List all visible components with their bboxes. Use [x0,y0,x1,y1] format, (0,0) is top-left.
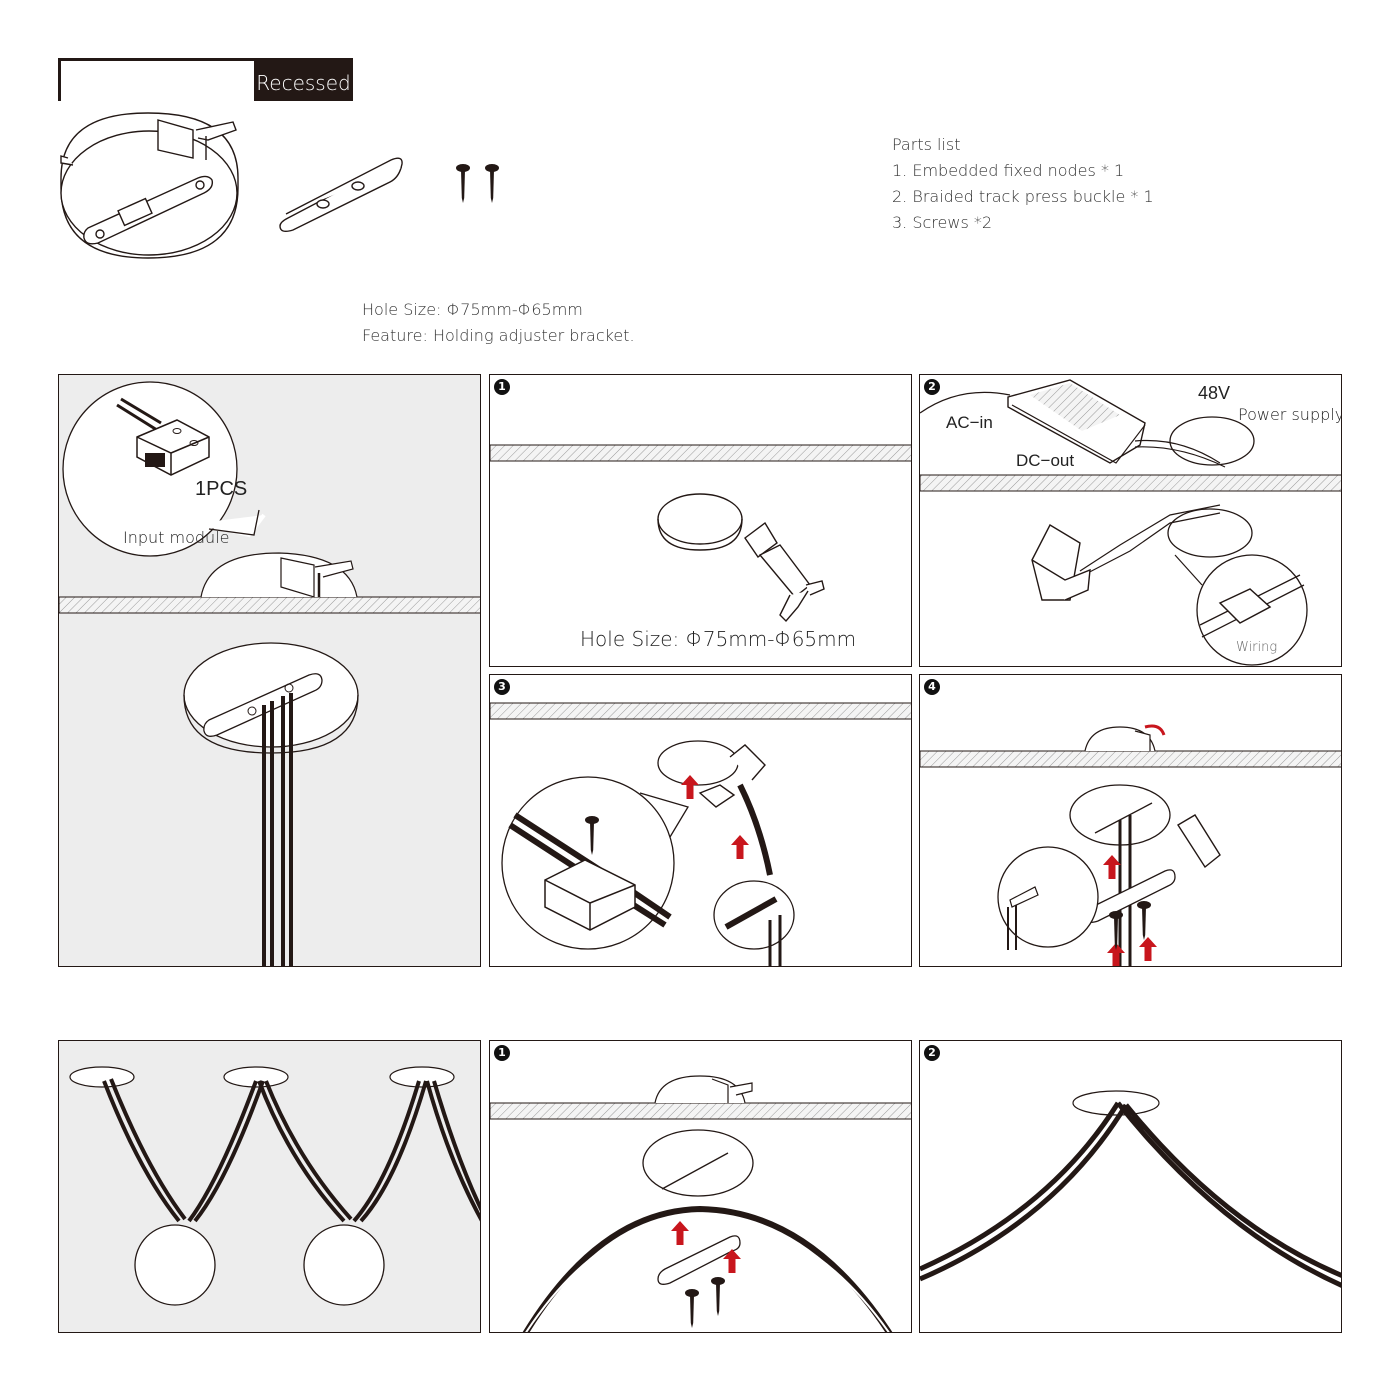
red-arrow-icon [731,835,749,859]
parts-list-item: 2. Braided track press buckle * 1 [892,187,1154,206]
header-frame [58,58,254,101]
product-info: Hole Size: Φ75mm-Φ65mm Feature: Holding … [362,297,635,349]
recessed-node-illustration [60,112,239,259]
dc-out-label: DC−out [1016,451,1075,470]
header-tab: Recessed [58,58,353,101]
parts-list-title: Parts list [892,135,961,154]
panel-bottom-step-1: 1 [489,1040,912,1333]
screw-icon [1137,901,1151,940]
count-label: 1PCS [195,478,248,500]
hole-size-text: Hole Size: Φ75mm-Φ65mm [362,300,583,319]
red-arrow-icon [1139,937,1157,961]
panel-step-3: 3 [489,674,912,967]
power-supply-label: Power supply [1238,405,1342,424]
step-number: 3 [494,679,510,695]
step1-hole-label: Hole Size: Φ75mm-Φ65mm [580,627,857,651]
parts-list-item: 1. Embedded fixed nodes * 1 [892,161,1125,180]
parts-list: Parts list 1. Embedded fixed nodes * 1 2… [892,132,1154,236]
ac-in-label: AC−in [946,413,993,432]
parts-list-item: 3. Screws *2 [892,213,993,232]
panel-bottom-step-2: 2 [919,1040,1342,1333]
parts-illustration [60,112,499,259]
panel-pendant-overview [58,1040,481,1333]
panel-step-1: 1 Hole Size: Φ75mm-Φ65mm [489,374,912,667]
red-arrow-icon [671,1221,689,1245]
header-tab-label: Recessed [254,58,353,101]
input-module-label: Input module [123,528,230,547]
wiring-label: Wiring [1236,640,1278,655]
voltage-label: 48V [1198,383,1231,403]
panel-step-4: 4 [919,674,1342,967]
step-number: 1 [494,379,510,395]
screw-icon [711,1277,725,1316]
step-number: 4 [924,679,940,695]
panel-step-2: 2 48V Power supply AC−in DC−out Wiring [919,374,1342,667]
screw-icon [685,1289,699,1328]
panel-overview: 1PCS Input module [58,374,481,967]
step-number: 1 [494,1045,510,1061]
red-arrow-icon [1103,855,1121,879]
step-number: 2 [924,379,940,395]
screw-icon [485,164,499,203]
buckle-plate-illustration [279,157,403,233]
screw-icon [456,164,470,203]
step-number: 2 [924,1045,940,1061]
feature-text: Feature: Holding adjuster bracket. [362,326,635,345]
